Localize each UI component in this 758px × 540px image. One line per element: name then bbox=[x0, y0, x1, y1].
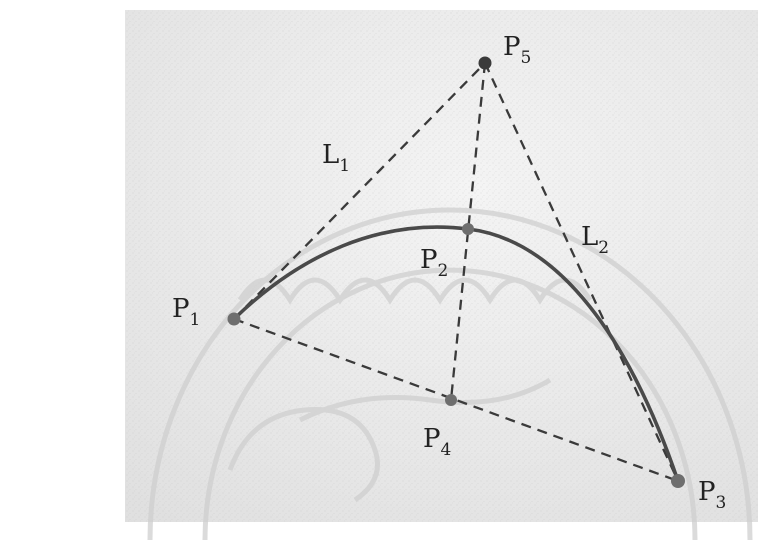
point-p5 bbox=[478, 56, 492, 70]
label-p1: P1 bbox=[172, 294, 200, 330]
point-labels: P1 P2 P3 P4 P5 bbox=[172, 32, 726, 513]
segment-p5-p3 bbox=[483, 62, 680, 482]
point-p4 bbox=[445, 394, 457, 406]
segment-p1-p5 bbox=[233, 62, 486, 320]
label-p4: P4 bbox=[423, 424, 451, 460]
point-p1 bbox=[227, 312, 241, 326]
label-p3: P3 bbox=[698, 477, 726, 513]
watermark-seal bbox=[147, 207, 753, 540]
bezier-curve bbox=[232, 225, 680, 483]
line-labels: L1 L2 bbox=[322, 140, 609, 258]
segment-p1-p3 bbox=[233, 317, 679, 483]
control-points bbox=[227, 56, 685, 488]
segment-p5-p4 bbox=[449, 62, 487, 401]
label-l2: L2 bbox=[581, 222, 609, 258]
point-p3 bbox=[671, 474, 685, 488]
dashed-construction-lines bbox=[233, 62, 680, 483]
background-speckle bbox=[125, 10, 758, 522]
point-p2 bbox=[462, 223, 474, 235]
label-l1: L1 bbox=[322, 140, 350, 176]
label-p2: P2 bbox=[420, 245, 448, 281]
label-p5: P5 bbox=[503, 32, 531, 68]
